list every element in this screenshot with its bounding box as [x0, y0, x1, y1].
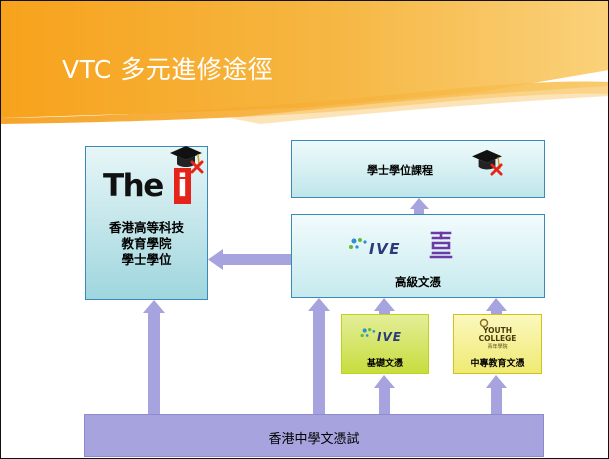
degree-programme-box: [291, 140, 545, 198]
thei-description: 香港高等科技 教育學院 學士學位: [85, 220, 208, 268]
degree-programme-label: 學士學位課程: [367, 164, 433, 177]
ive-character-icon: [429, 231, 453, 259]
thei-logo: The i: [103, 164, 199, 204]
cross-mark-icon: [490, 163, 503, 176]
thei-line-2: 教育學院: [121, 236, 172, 251]
foundation-diploma-label: 基礎文憑: [366, 359, 403, 369]
thei-logo-text: The: [103, 168, 164, 204]
slide-title: VTC 多元進修途徑: [62, 55, 274, 84]
cross-mark-icon: [190, 160, 204, 174]
higher-diploma-label: 高級文憑: [395, 275, 441, 289]
youth-college-box: [453, 314, 542, 374]
youth-college-logo: YOUTH COLLEGE 青年學院: [453, 327, 542, 351]
youth-college-logo-line1: YOUTH: [482, 326, 513, 335]
ive-logo-text-small: IVE: [377, 330, 402, 344]
youth-college-mark-icon: [479, 318, 489, 328]
foundation-diploma-box: [341, 314, 429, 374]
youth-college-logo-line3: 青年學院: [487, 344, 508, 350]
youth-college-logo-line2: COLLEGE: [478, 334, 517, 343]
thei-logo-accent: i: [174, 168, 191, 204]
youth-college-label: 中專教育文憑: [470, 359, 525, 369]
title-banner: [0, 0, 609, 124]
thei-line-1: 香港高等科技: [108, 220, 184, 235]
higher-diploma-box: [291, 214, 545, 298]
hkdse-label: 香港中學文憑試: [268, 432, 360, 447]
thei-line-3: 學士學位: [121, 252, 172, 267]
ive-swirl-icon: [349, 238, 367, 249]
ive-logo-text: IVE: [369, 240, 401, 258]
graduation-cap-icon: [472, 149, 502, 170]
graduation-cap-icon: [170, 146, 202, 167]
ive-swirl-icon: [360, 328, 376, 338]
hkdse-bar: [84, 414, 544, 457]
